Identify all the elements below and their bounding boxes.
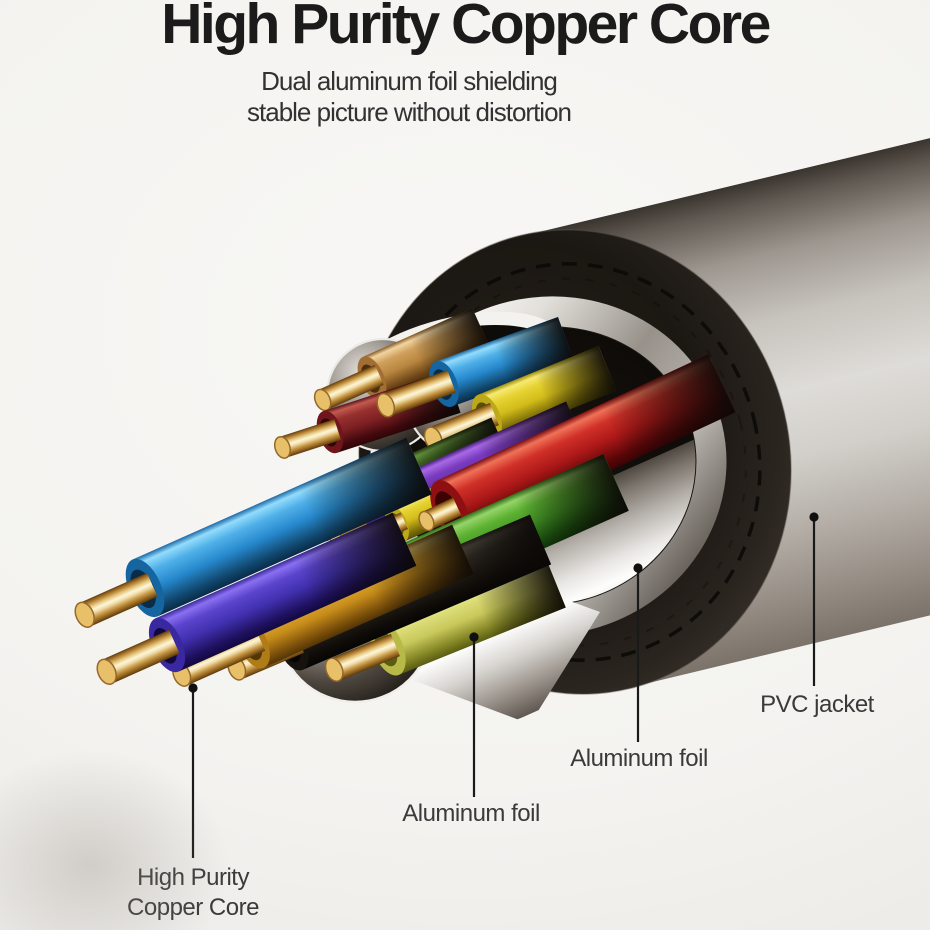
page-title: High Purity Copper Core	[161, 0, 771, 56]
copper-strand	[101, 629, 180, 684]
wire-violet	[96, 512, 417, 685]
copper-tip	[376, 392, 396, 418]
label-aluminum-foil-outer: Aluminum foil	[402, 800, 540, 827]
copper-strand	[318, 364, 384, 411]
subtitle-line-1: Dual aluminum foil shielding	[261, 66, 558, 96]
wire-tan	[313, 308, 491, 412]
label-aluminum-foil-inner: Aluminum foil	[570, 745, 708, 772]
wire-light-blue	[74, 437, 432, 628]
label-pvc-jacket: PVC jacket	[760, 691, 874, 718]
leader-dots	[188, 512, 819, 693]
leader-lines	[191, 517, 816, 858]
label-copper-core-line-2: Copper Core	[127, 894, 259, 921]
copper-tip	[96, 658, 117, 685]
copper-strand	[329, 633, 400, 681]
wire-red	[418, 354, 736, 540]
copper-tip	[324, 657, 344, 682]
copper-strand	[176, 628, 266, 686]
subtitle-line-2: stable picture without distortion	[247, 97, 572, 127]
copper-strand	[279, 419, 342, 458]
copper-tip	[273, 435, 291, 459]
copper-tip	[74, 601, 95, 628]
label-copper-core-line-1: High Purity	[137, 864, 249, 891]
wire-blue-top	[376, 316, 575, 418]
copper-strand	[381, 369, 456, 417]
copper-tip	[418, 510, 435, 532]
label-copper-core: High Purity Copper Core	[127, 863, 259, 923]
subtitle: Dual aluminum foil shielding stable pict…	[0, 66, 818, 128]
copper-strand	[79, 572, 158, 627]
